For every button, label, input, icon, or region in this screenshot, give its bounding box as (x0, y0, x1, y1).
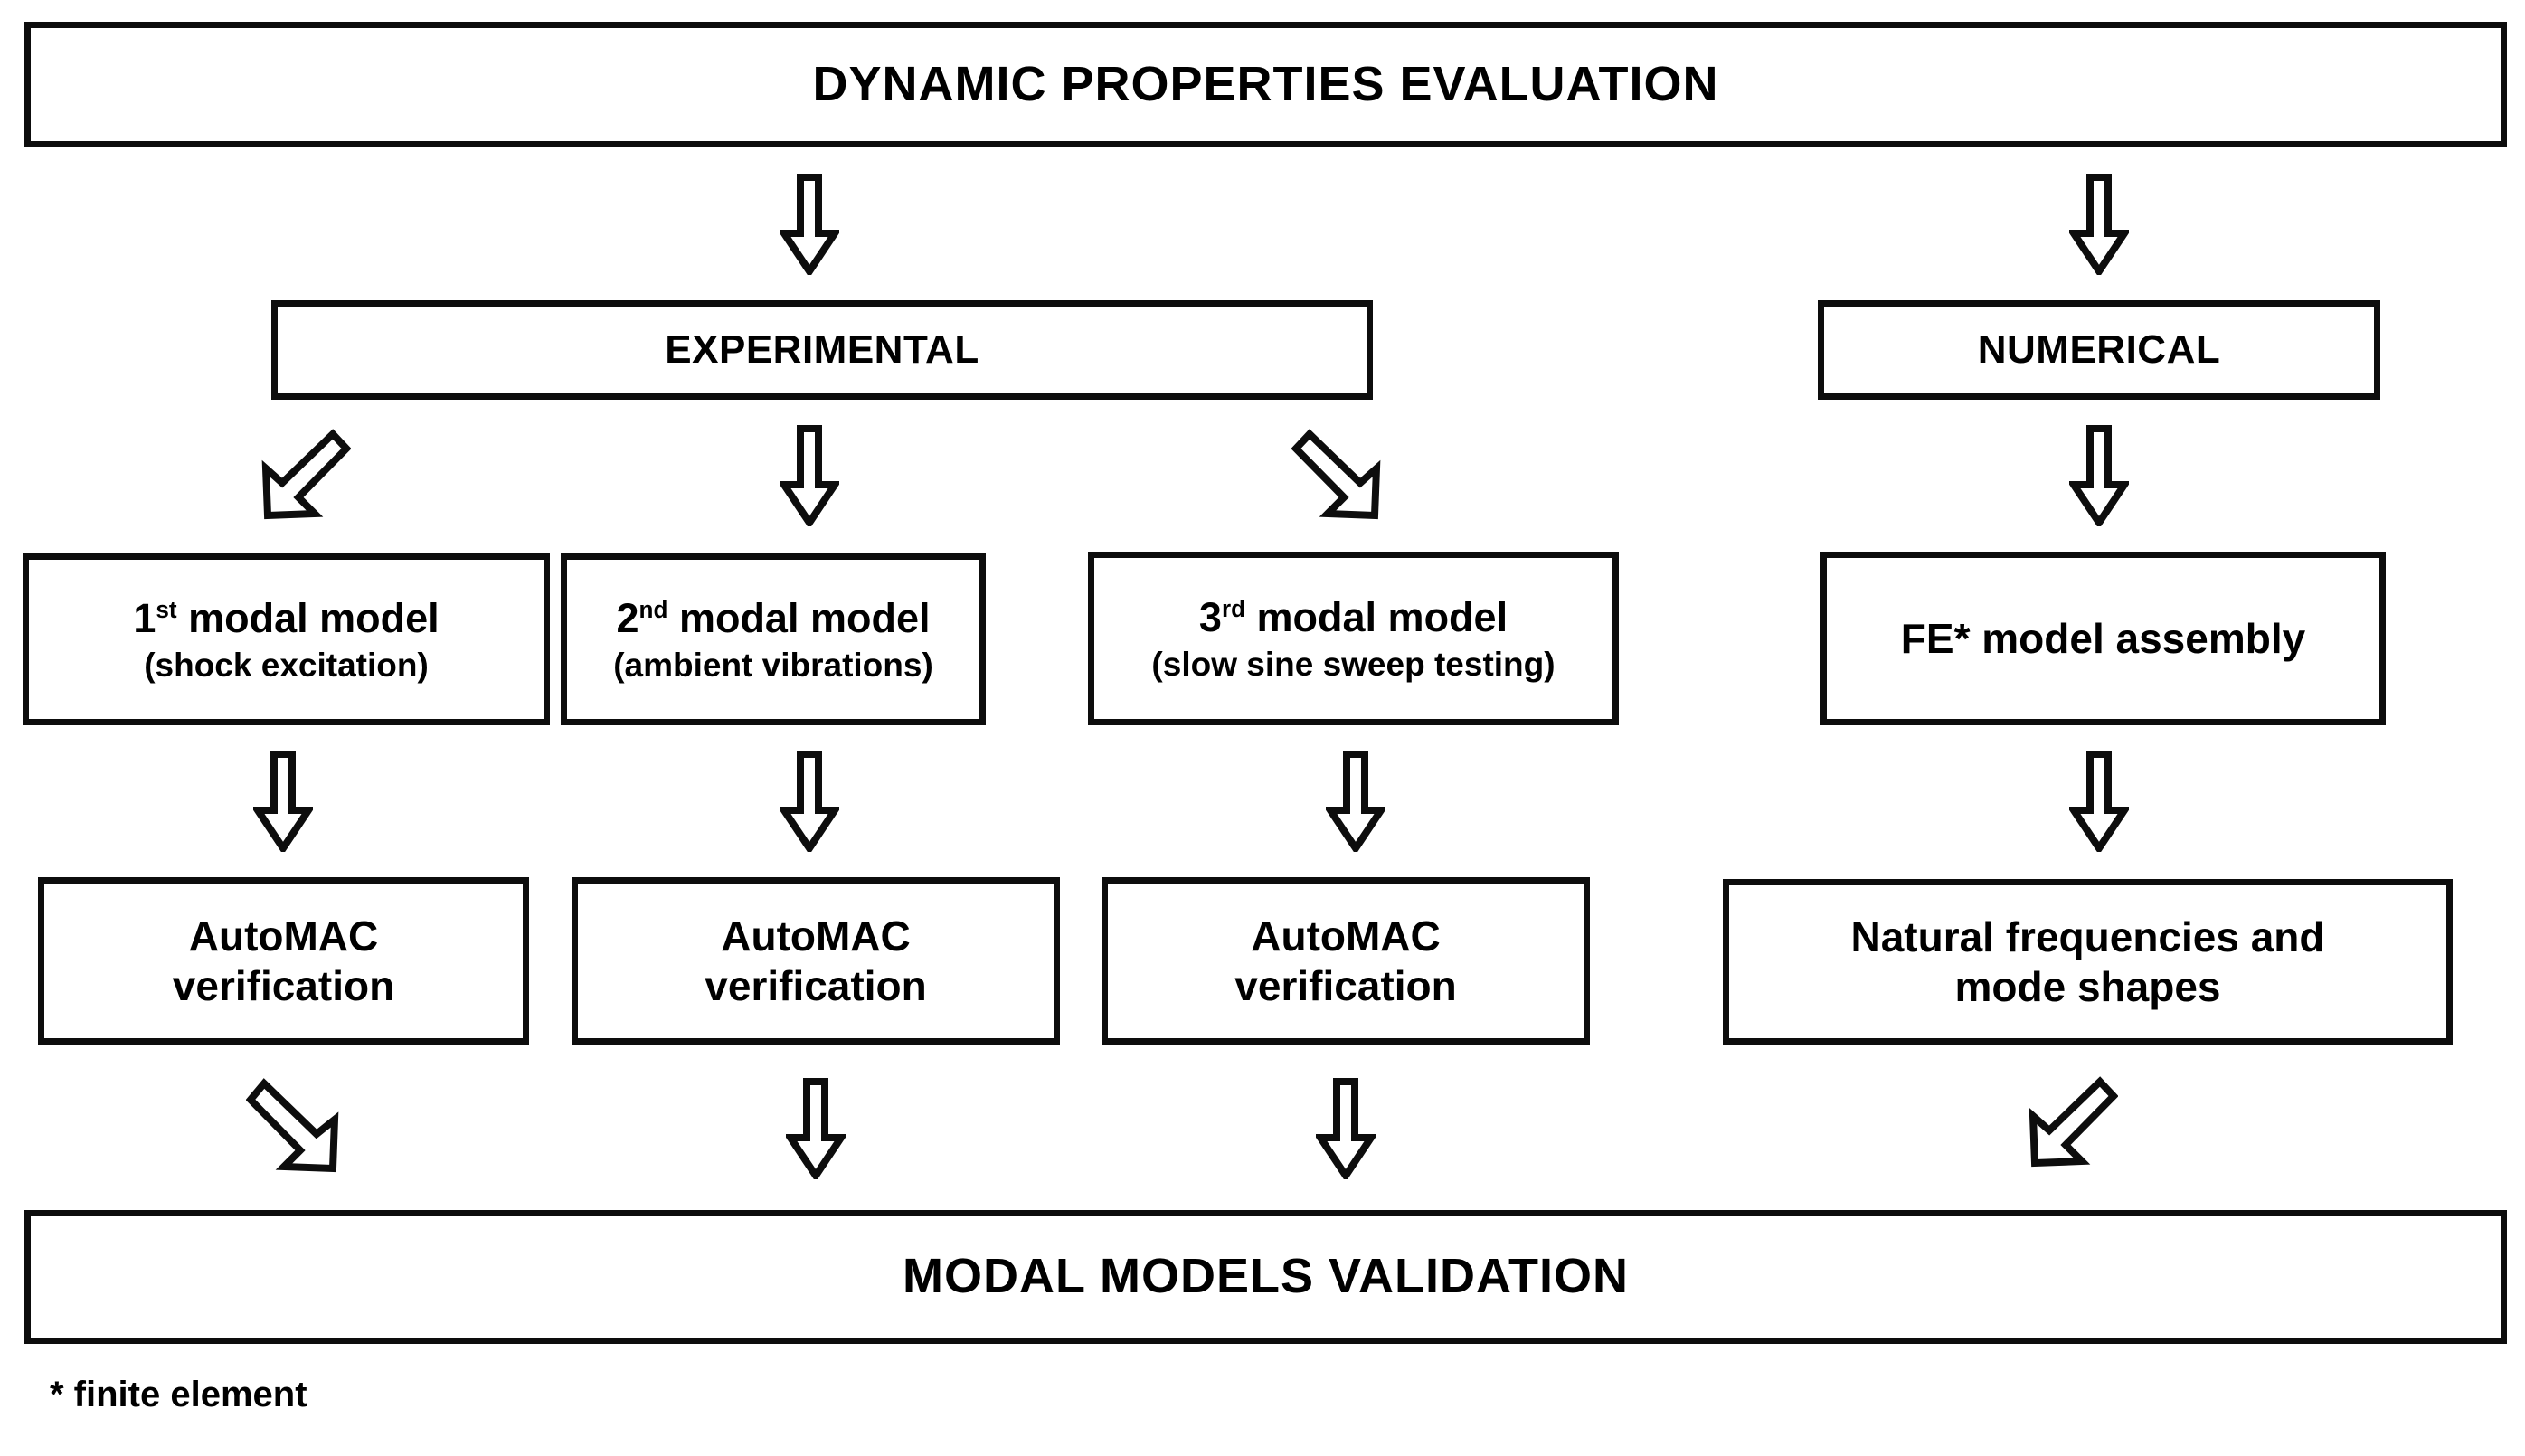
modal-model-title-2: 2nd modal model (617, 594, 931, 642)
modal-model-box-1: 1st modal model (shock excitation) (23, 553, 550, 725)
branch-label-numerical: NUMERICAL (1977, 327, 2221, 373)
fe-model-assembly-label: FE* model assembly (1900, 614, 2306, 662)
modal-model-ordinal-3: 3 (1198, 593, 1222, 640)
title-banner-box: DYNAMIC PROPERTIES EVALUATION (24, 22, 2507, 147)
arrow-down-icon-model-3-to-automac-3 (1326, 751, 1385, 852)
modal-model-ordinal-suffix-3: rd (1221, 594, 1246, 622)
numerical-results-line2: mode shapes (1954, 962, 2221, 1010)
bottom-banner-label: MODAL MODELS VALIDATION (903, 1249, 1629, 1304)
fe-model-assembly-box: FE* model assembly (1820, 552, 2386, 725)
arrow-down-left-icon-results-to-validation (2020, 1076, 2118, 1170)
modal-model-ordinal-suffix-2: nd (638, 595, 668, 623)
modal-model-box-2: 2nd modal model (ambient vibrations) (561, 553, 986, 725)
arrow-down-right-icon-automac-1-to-validation (246, 1078, 345, 1179)
numerical-results-box: Natural frequencies and mode shapes (1723, 879, 2453, 1045)
automac-line1-2: AutoMAC (721, 912, 911, 960)
numerical-results-line1: Natural frequencies and (1850, 913, 2325, 961)
modal-model-title-3: 3rd modal model (1199, 593, 1508, 641)
automac-line2-3: verification (1234, 961, 1457, 1009)
automac-verification-box-3: AutoMAC verification (1102, 877, 1590, 1045)
automac-line1-1: AutoMAC (188, 912, 379, 960)
arrow-down-icon-model-1-to-automac-1 (253, 751, 313, 852)
modal-model-subtitle-2: (ambient vibrations) (613, 646, 933, 684)
automac-verification-box-2: AutoMAC verification (572, 877, 1060, 1045)
automac-line2-1: verification (172, 961, 395, 1009)
branch-box-numerical: NUMERICAL (1818, 300, 2380, 400)
arrow-down-icon-fe-to-results (2069, 751, 2129, 852)
modal-model-title-tail-3: modal model (1245, 593, 1508, 640)
branch-box-experimental: EXPERIMENTAL (271, 300, 1373, 400)
modal-model-ordinal-1: 1 (133, 594, 156, 641)
modal-model-subtitle-1: (shock excitation) (144, 646, 429, 684)
modal-model-title-tail-1: modal model (176, 594, 440, 641)
modal-model-subtitle-3: (slow sine sweep testing) (1151, 645, 1556, 683)
bottom-banner-box: MODAL MODELS VALIDATION (24, 1210, 2507, 1344)
modal-model-ordinal-2: 2 (616, 594, 639, 641)
arrow-down-icon-experimental-to-model-2 (780, 425, 839, 526)
automac-verification-box-1: AutoMAC verification (38, 877, 529, 1045)
branch-label-experimental: EXPERIMENTAL (665, 327, 979, 373)
arrow-down-icon-model-2-to-automac-2 (780, 751, 839, 852)
arrow-down-icon-automac-3-to-validation (1316, 1078, 1376, 1179)
arrow-down-left-icon-experimental-to-model-1 (253, 429, 351, 523)
arrow-down-icon-title-to-numerical (2069, 174, 2129, 275)
automac-line1-3: AutoMAC (1251, 912, 1441, 960)
arrow-down-right-icon-experimental-to-model-3 (1291, 429, 1389, 523)
arrow-down-icon-numerical-to-fe (2069, 425, 2129, 526)
modal-model-title-1: 1st modal model (133, 594, 439, 642)
modal-model-box-3: 3rd modal model (slow sine sweep testing… (1088, 552, 1619, 725)
modal-model-title-tail-2: modal model (667, 594, 931, 641)
modal-model-ordinal-suffix-1: st (156, 595, 177, 623)
automac-line2-2: verification (705, 961, 927, 1009)
footnote-finite-element: * finite element (50, 1375, 307, 1414)
arrow-down-icon-automac-2-to-validation (786, 1078, 846, 1179)
title-banner-label: DYNAMIC PROPERTIES EVALUATION (812, 56, 1719, 111)
arrow-down-icon-title-to-experimental (780, 174, 839, 275)
